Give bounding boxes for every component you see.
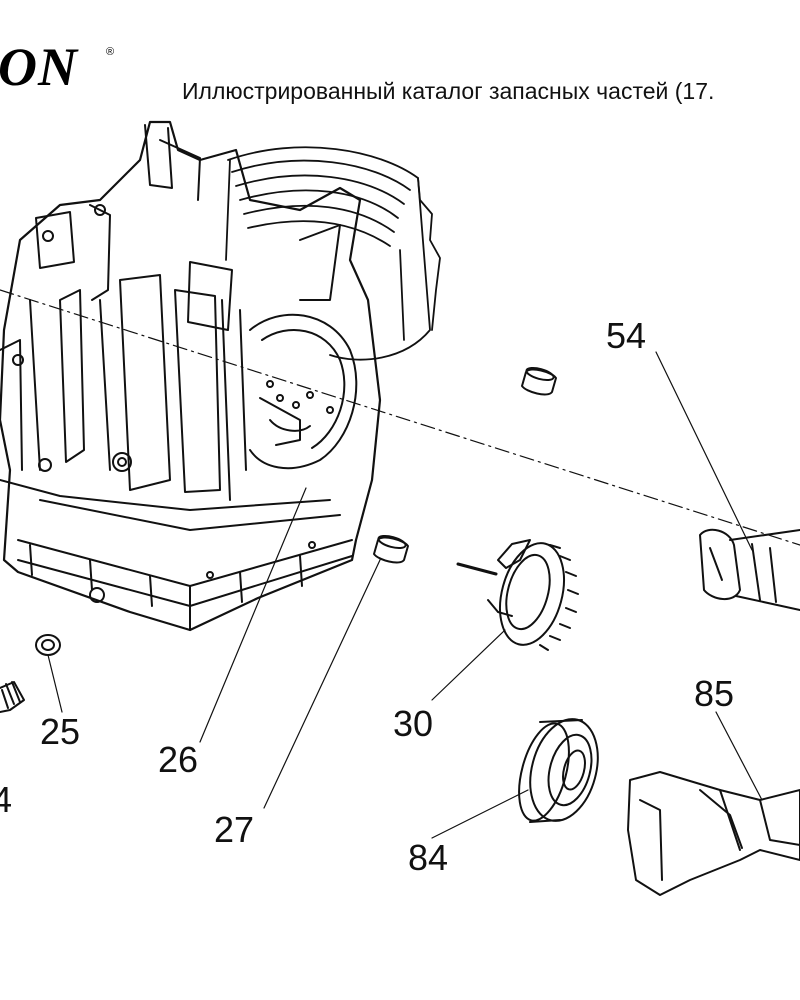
callout-26: 26 <box>158 739 199 780</box>
registered-mark: ® <box>106 46 115 58</box>
crankshaft <box>699 528 800 611</box>
camshaft-gear <box>456 539 579 651</box>
page-title: Иллюстрированный каталог запасных частей… <box>182 78 715 104</box>
callout-25: 25 <box>40 711 81 752</box>
dowel-pin-lower <box>373 534 409 564</box>
brand-logo: ON <box>0 37 78 97</box>
cylinder-fins <box>225 146 441 361</box>
crankcase-drawing <box>0 120 441 632</box>
drain-plug <box>0 681 25 713</box>
callout-85: 85 <box>694 673 735 714</box>
callout-30: 30 <box>393 703 434 744</box>
crankcase-cover <box>627 771 800 896</box>
ball-bearing <box>518 718 599 823</box>
callout-84: 84 <box>408 837 449 878</box>
washer <box>35 634 61 656</box>
leader-lines <box>47 351 763 839</box>
axis-line <box>0 289 800 546</box>
callout-27: 27 <box>214 809 255 850</box>
callout-4: 4 <box>0 779 13 820</box>
dowel-pin-upper <box>521 366 557 396</box>
callout-54: 54 <box>606 315 647 356</box>
